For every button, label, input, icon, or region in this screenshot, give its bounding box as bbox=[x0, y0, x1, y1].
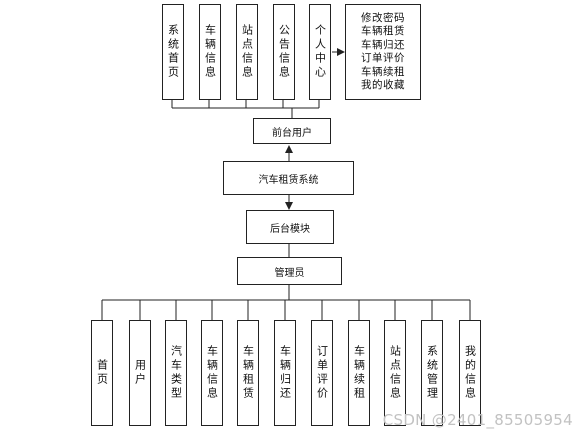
bottom-module-label: 用户 bbox=[133, 359, 147, 387]
top-module-label: 车辆信息 bbox=[203, 24, 217, 80]
bottom-module-label: 车辆续租 bbox=[352, 345, 366, 401]
watermark: CSDN @2401_85505954 bbox=[382, 411, 573, 429]
bottom-module-label: 系统管理 bbox=[425, 345, 439, 401]
front-user-node: 前台用户 bbox=[253, 118, 331, 144]
top-module-label: 站点信息 bbox=[240, 24, 254, 80]
personal-center-items-box: 修改密码车辆租赁车辆归还订单评价车辆续租我的收藏 bbox=[345, 4, 421, 100]
bottom-module-label: 车辆信息 bbox=[205, 345, 219, 401]
bottom-module-label: 车辆租赁 bbox=[241, 345, 255, 401]
bottom-module-label: 我的信息 bbox=[463, 345, 477, 401]
bottom-module-box: 订单评价 bbox=[311, 320, 333, 426]
backend-label: 后台模块 bbox=[270, 223, 310, 235]
system-label: 汽车租赁系统 bbox=[258, 174, 319, 186]
bottom-module-box: 汽车类型 bbox=[165, 320, 187, 426]
top-module-box: 系统首页 bbox=[162, 4, 184, 100]
personal-center-item: 车辆续租 bbox=[361, 65, 405, 78]
bottom-module-box: 系统管理 bbox=[421, 320, 443, 426]
bottom-module-box: 车辆租赁 bbox=[237, 320, 259, 426]
front-user-label: 前台用户 bbox=[272, 127, 312, 139]
top-module-box: 车辆信息 bbox=[199, 4, 221, 100]
personal-center-item: 修改密码 bbox=[361, 11, 405, 24]
top-module-label: 系统首页 bbox=[166, 24, 180, 80]
bottom-module-label: 汽车类型 bbox=[169, 345, 183, 401]
top-module-box: 个人中心 bbox=[309, 4, 331, 100]
admin-label: 管理员 bbox=[274, 267, 305, 279]
bottom-module-label: 车辆归还 bbox=[278, 345, 292, 401]
admin-node: 管理员 bbox=[237, 257, 342, 285]
bottom-module-box: 用户 bbox=[129, 320, 151, 426]
bottom-module-box: 我的信息 bbox=[459, 320, 481, 426]
bottom-module-label: 订单评价 bbox=[315, 345, 329, 401]
bottom-module-box: 首页 bbox=[91, 320, 113, 426]
top-module-box: 站点信息 bbox=[236, 4, 258, 100]
bottom-module-box: 站点信息 bbox=[384, 320, 406, 426]
personal-center-item: 车辆归还 bbox=[361, 38, 405, 51]
personal-center-item-list: 修改密码车辆租赁车辆归还订单评价车辆续租我的收藏 bbox=[361, 12, 405, 93]
system-node: 汽车租赁系统 bbox=[223, 161, 354, 195]
bottom-module-box: 车辆归还 bbox=[274, 320, 296, 426]
bottom-module-box: 车辆信息 bbox=[201, 320, 223, 426]
personal-center-item: 车辆租赁 bbox=[361, 25, 405, 37]
bottom-module-label: 首页 bbox=[95, 359, 109, 387]
top-module-label: 个人中心 bbox=[313, 24, 327, 80]
personal-center-item: 我的收藏 bbox=[361, 79, 405, 91]
top-module-label: 公告信息 bbox=[277, 24, 291, 80]
bottom-module-box: 车辆续租 bbox=[348, 320, 370, 426]
backend-node: 后台模块 bbox=[246, 210, 334, 244]
top-module-box: 公告信息 bbox=[273, 4, 295, 100]
bottom-module-label: 站点信息 bbox=[388, 345, 402, 401]
personal-center-item: 订单评价 bbox=[361, 52, 405, 64]
